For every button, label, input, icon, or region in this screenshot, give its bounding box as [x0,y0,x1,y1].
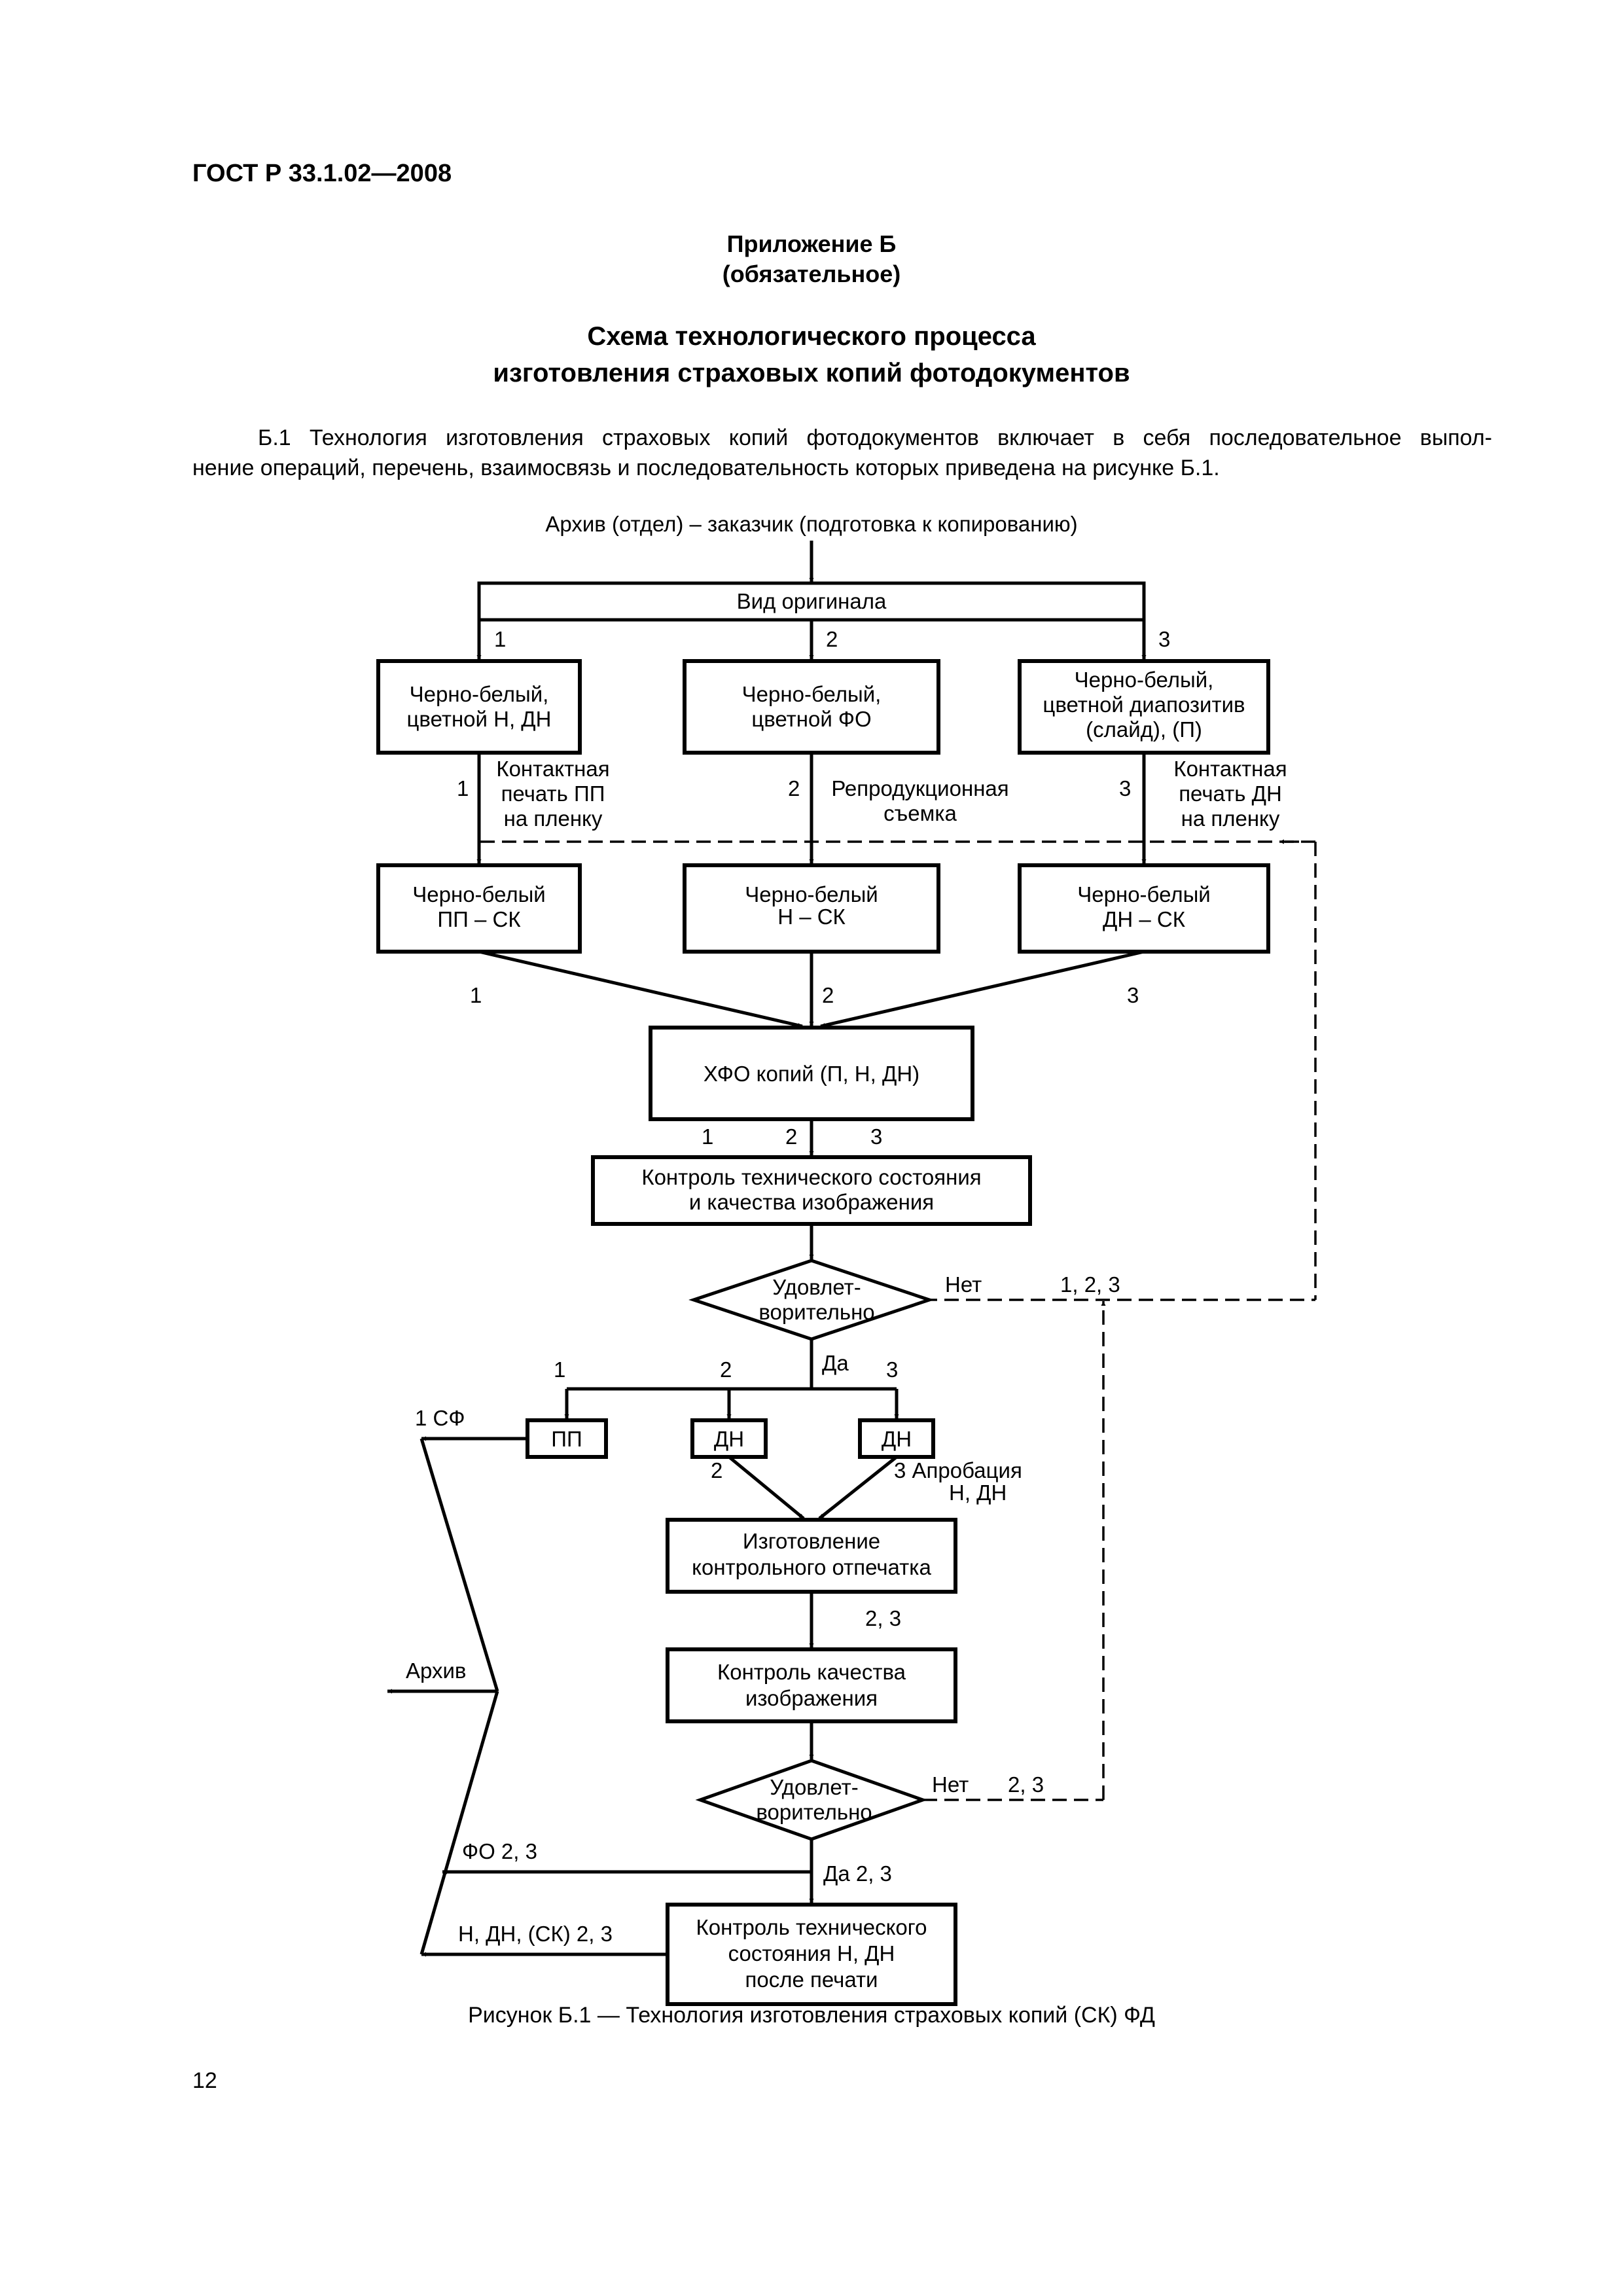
archive-label: Архив [406,1659,466,1683]
aprob-line2: Н, ДН [949,1480,1007,1505]
paragraph-line1: Б.1 Технология изготовления страховых ко… [258,425,1492,450]
arrow-dn3-to-print [818,1456,898,1520]
figure-caption: Рисунок Б.1 — Технология изготовления ст… [468,2003,1155,2028]
page-number: 12 [192,2068,217,2093]
gather-line-bottom [419,1691,499,1955]
branch-num-1: 1 [494,627,506,651]
op-1-line3: на пленку [504,806,603,831]
copy-box-1-line2: ПП – СК [437,907,521,931]
hfo-num-3: 3 [870,1124,882,1149]
control-tech-quality-box [591,1155,1032,1226]
dn2-num: 2 [711,1458,722,1482]
ndn-label: Н, ДН, (СК) 2, 3 [458,1922,613,1946]
copy-box-3-line1: Черно-белый [1077,882,1210,906]
copy-box-2-line2: Н – СК [777,905,846,929]
original-box-3-line1: Черно-белый, [1075,668,1214,692]
make-print-line1: Изготовление [743,1529,880,1553]
control-after-line1: Контроль технического [696,1915,927,1939]
decision-1-no: Нет [945,1272,982,1297]
control-tech-after-print-box [666,1903,957,2006]
decision-1-line2: ворительно [758,1300,874,1324]
op-num-2: 2 [788,776,800,800]
split-num-2: 2 [720,1357,732,1382]
control-tech-quality-line1: Контроль технического состояния [641,1165,981,1189]
decision-2-line2: ворительно [756,1800,872,1824]
control-quality-line1: Контроль качества [717,1660,906,1684]
control-quality-line2: изображения [745,1686,878,1710]
copy-box-3-line2: ДН – СК [1103,907,1186,931]
fo-label: ФО 2, 3 [462,1839,537,1863]
pp-label: ПП [551,1427,582,1451]
conv-num-1: 1 [470,983,482,1007]
decision-2-no: Нет [932,1772,969,1797]
arrow-copy3-to-hfo [820,950,1145,1028]
conv-num-2: 2 [822,983,834,1007]
original-box-2-line1: Черно-белый, [742,682,882,706]
original-box-2-line2: цветной ФО [751,707,871,731]
section-title-line1: Схема технологического процесса [587,322,1036,351]
op-2-line1: Репродукционная [831,776,1008,800]
control-after-line3: после печати [745,1967,878,1992]
decision-1-yes: Да [822,1351,849,1375]
original-box-3-line2: цветной диапозитив [1043,692,1245,717]
copy-box-2 [683,863,940,954]
op-num-1: 1 [457,776,469,800]
copy-box-2-line1: Черно-белый [745,882,878,906]
conv-num-3: 3 [1127,983,1139,1007]
op-1-line1: Контактная [496,757,609,781]
paragraph-line2: нение операций, перечень, взаимосвязь и … [192,456,1220,480]
control-tech-quality-line2: и качества изображения [689,1190,934,1214]
document-header: ГОСТ Р 33.1.02—2008 [192,160,452,187]
dn-box-2 [690,1418,768,1459]
op-2-line2: съемка [883,801,957,825]
decision-2-yes: Да 2, 3 [823,1861,892,1886]
copy-box-3 [1018,863,1270,954]
decision-2-line1: Удовлет- [770,1775,858,1799]
hfo-num-1: 1 [702,1124,713,1149]
copy-box-1-line1: Черно-белый [412,882,545,906]
split-num-3: 3 [886,1357,898,1382]
op-3-line1: Контактная [1173,757,1287,781]
original-box-1-line2: цветной Н, ДН [407,707,552,731]
op-num-3: 3 [1119,776,1131,800]
branch-num-3: 3 [1158,627,1170,651]
original-box-3 [1018,659,1270,755]
dn-box-3-label: ДН [882,1427,912,1451]
gather-line-top [419,1438,499,1692]
make-control-print-box [666,1518,957,1594]
branch-num-2: 2 [826,627,838,651]
original-box-3-line3: (слайд), (П) [1086,717,1202,742]
op-3-line3: на пленку [1181,806,1280,831]
vid-label: Вид оригинала [737,589,887,613]
sf-label: 1 СФ [415,1406,465,1430]
arrow-dn2-to-print [728,1456,805,1520]
decision-1-no-branches: 1, 2, 3 [1060,1272,1120,1297]
appendix-status: (обязательное) [722,260,901,287]
hfo-num-2: 2 [785,1124,797,1149]
archive-customer-label: Архив (отдел) – заказчик (подготовка к к… [545,512,1077,536]
arrow-copy1-to-hfo [478,950,803,1028]
original-box-1-line1: Черно-белый, [410,682,549,706]
op-1-line2: печать ПП [501,781,605,806]
hfo-box [649,1026,974,1121]
print-branches: 2, 3 [865,1606,901,1630]
decision-1-line1: Удовлет- [772,1275,861,1299]
op-3-line2: печать ДН [1179,781,1282,806]
hfo-label: ХФО копий (П, Н, ДН) [704,1062,919,1086]
make-print-line2: контрольного отпечатка [692,1555,931,1579]
copy-box-1 [376,863,582,954]
split-num-1: 1 [554,1357,565,1382]
decision-2-no-branches: 2, 3 [1008,1772,1044,1797]
aprob-line1: 3 Апробация [894,1458,1022,1482]
dn-box-3 [858,1418,935,1459]
section-title-line2: изготовления страховых копий фотодокумен… [493,359,1130,387]
dn-box-2-label: ДН [714,1427,744,1451]
control-after-line2: состояния Н, ДН [728,1941,895,1965]
appendix-title: Приложение Б [726,230,897,257]
